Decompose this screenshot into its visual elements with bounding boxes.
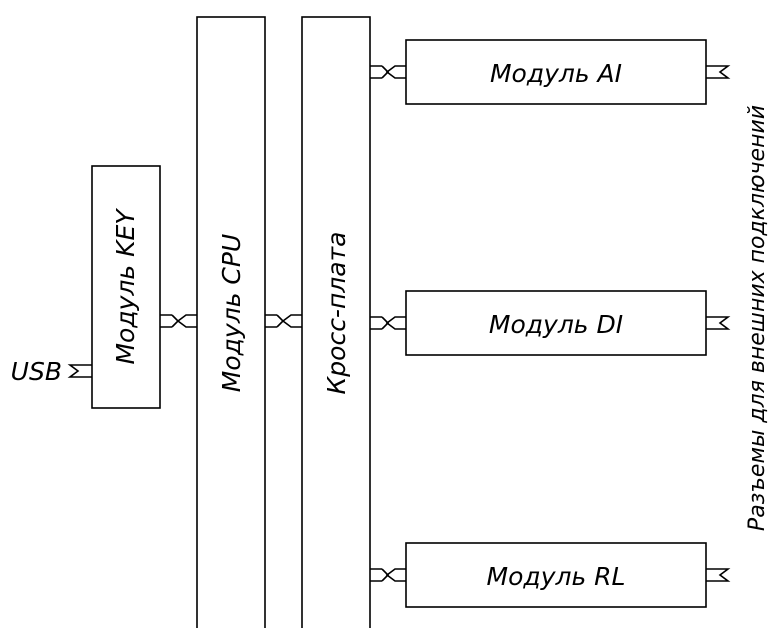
usb-label: USB [11,357,62,386]
connector-cross-ai [370,65,406,79]
external-connector-ai [706,65,731,79]
module-rl-label: Модуль RL [487,562,626,591]
module-ai-box [405,39,707,105]
connector-cpu-cross [265,314,302,328]
cross-board-box [301,16,371,628]
usb-connector: USB [11,357,92,386]
cross-board: Кросс-плата [301,16,371,628]
module-ai: Модуль AI [405,39,707,105]
module-rl-box [405,542,707,608]
module-key-label: Модуль KEY [111,208,140,365]
module-key-box [91,165,161,409]
module-cpu-box [196,16,266,628]
connector-cross-di [370,316,406,330]
module-di: Модуль DI [405,290,707,356]
connector-key-cpu [160,314,197,328]
module-rl: Модуль RL [405,542,707,608]
connector-cross-rl [370,568,406,582]
module-key: Модуль KEY [91,165,161,409]
module-di-box [405,290,707,356]
external-connector-di [706,316,731,330]
module-ai-label: Модуль AI [490,59,622,88]
external-connections-label: Разъемы для внешних подключений [745,105,770,531]
module-cpu-label: Модуль CPU [217,234,246,392]
external-connector-rl [706,568,731,582]
module-cpu: Модуль CPU [196,16,266,628]
cross-board-label: Кросс-плата [322,232,351,395]
module-di-label: Модуль DI [489,310,623,339]
